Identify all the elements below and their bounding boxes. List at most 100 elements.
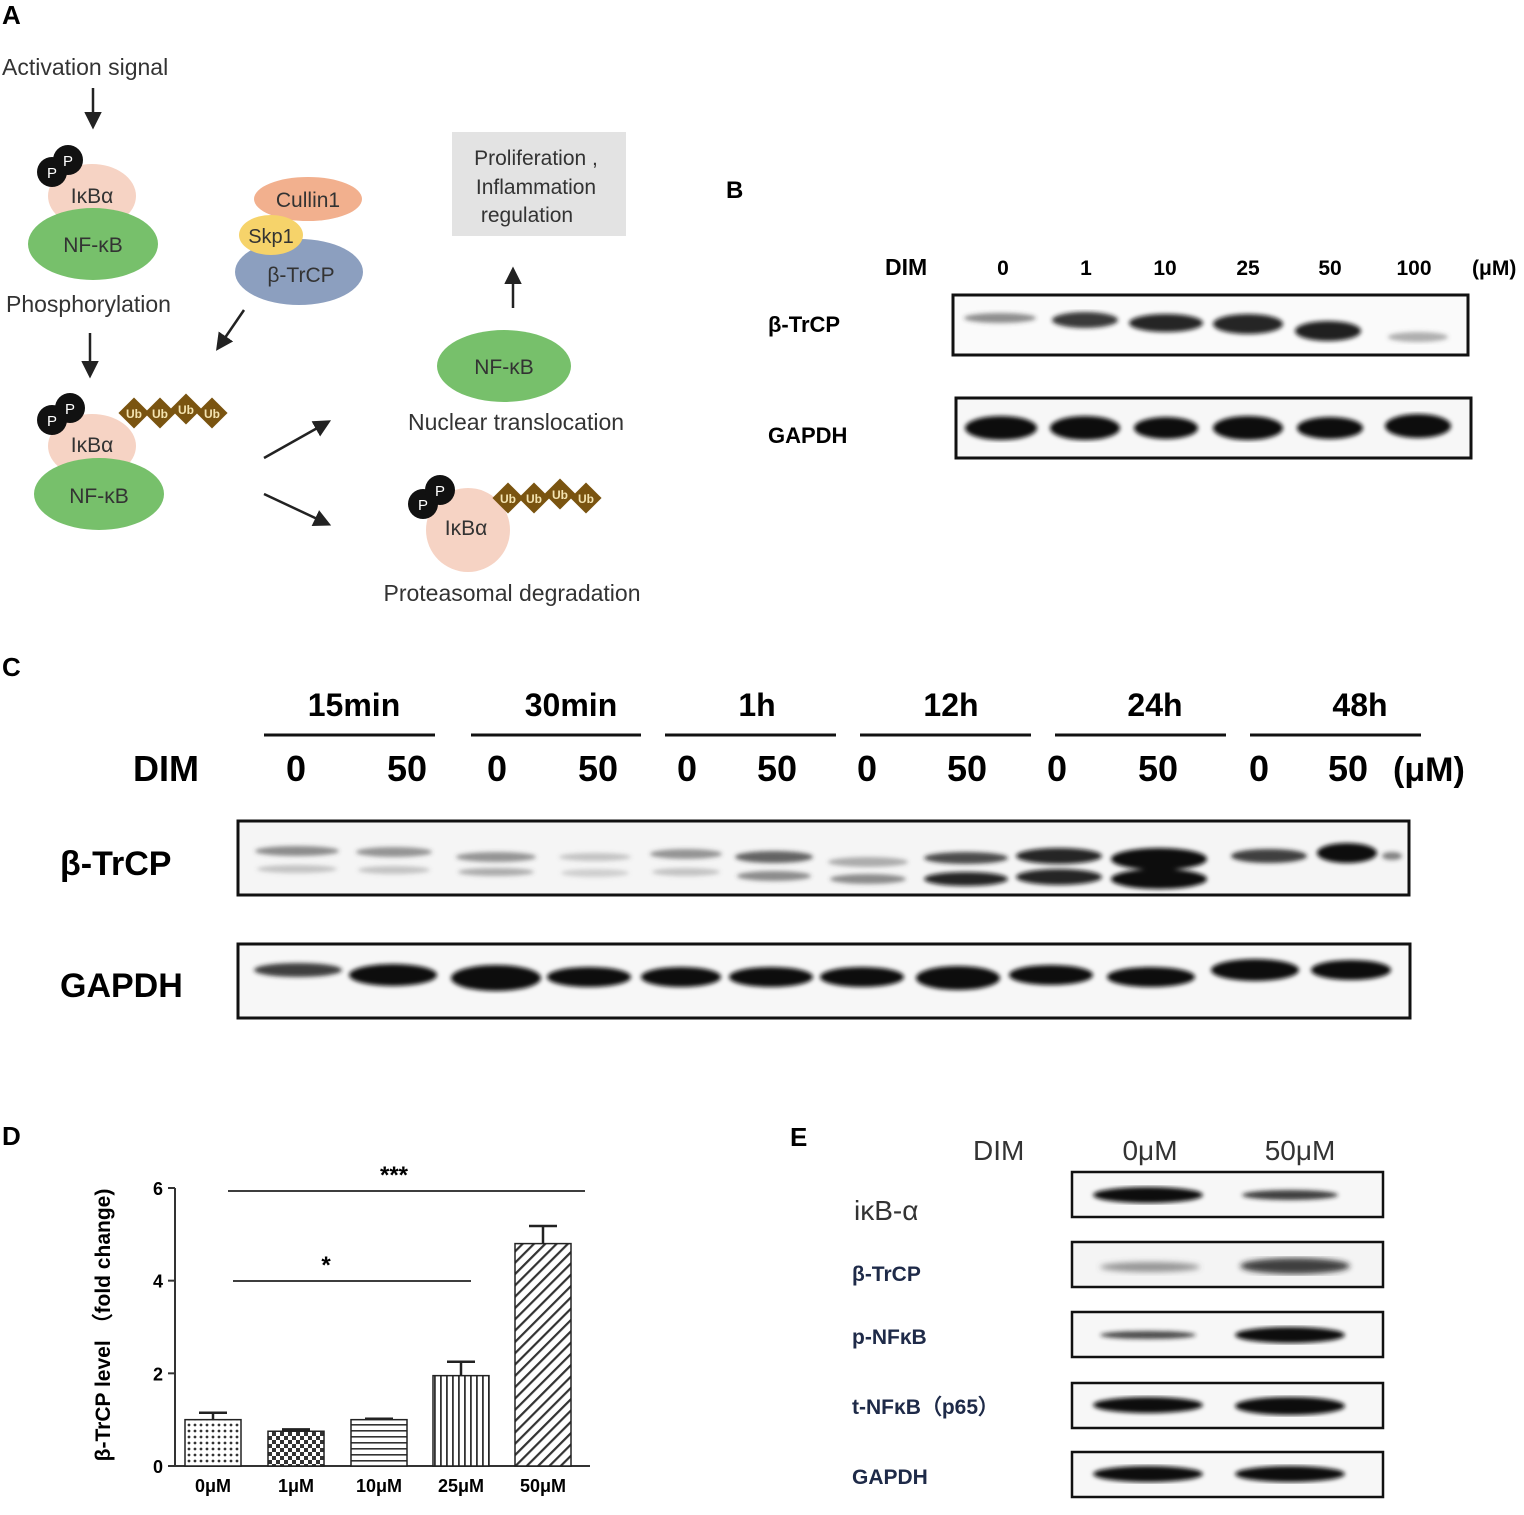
blot-band — [735, 851, 813, 863]
phospho-circle — [55, 393, 85, 423]
panel-c-dim-label: DIM — [133, 748, 199, 789]
blot-band — [255, 846, 339, 856]
blot-band — [1107, 967, 1195, 987]
arrow-to-degradation — [263, 492, 332, 526]
blot-band — [641, 967, 721, 987]
blot-band — [924, 872, 1008, 886]
blot-band — [1231, 849, 1307, 863]
btrcp-label: β-TrCP — [267, 264, 334, 287]
blot-band — [1311, 960, 1391, 980]
blot-band — [356, 847, 432, 857]
panel-e-col: 50μM — [1265, 1135, 1336, 1166]
panel-b-conc: 0 — [997, 257, 1009, 280]
scf-complex: Cullin1 Skp1 β-TrCP — [235, 177, 363, 305]
blot-band — [729, 967, 813, 987]
chart-ylabel: β-TrCP level （fold change) — [91, 1189, 115, 1462]
blot-band — [1016, 848, 1102, 864]
nuclear-translocation-label: Nuclear translocation — [408, 409, 624, 435]
blot-band — [650, 849, 722, 859]
blot-band — [1050, 416, 1120, 440]
blot-band — [1129, 314, 1203, 332]
panel-e-letter: E — [790, 1122, 807, 1152]
blot-band — [1235, 1397, 1345, 1415]
blot-b-btrcp-frame — [951, 293, 1470, 357]
blot-band — [1388, 332, 1448, 342]
blot-band — [828, 857, 908, 867]
blot-band — [559, 853, 631, 861]
blot-b-gapdh-bands — [965, 414, 1451, 440]
outcome-line-2: Inflammation — [476, 176, 596, 199]
panel-b-unit: (μM) — [1472, 257, 1516, 280]
nfkb-blob — [28, 208, 158, 280]
blot-band — [1382, 852, 1402, 860]
ikba-blob — [426, 488, 510, 572]
phospho-label: P — [47, 413, 57, 430]
blot-band — [561, 869, 629, 877]
panel-c-unit: (μM) — [1393, 751, 1465, 789]
bar — [432, 1374, 490, 1467]
panel-e-dim-label: DIM — [973, 1135, 1024, 1166]
panel-c-timepoint: 48h — [1332, 687, 1387, 723]
panel-c-timepoint: 24h — [1127, 687, 1182, 723]
skp1-blob — [239, 215, 303, 255]
ub-diamond — [570, 482, 602, 514]
y-tick-label: 6 — [153, 1179, 163, 1199]
ub-label: Ub — [126, 407, 142, 421]
btrcp-blob — [235, 239, 363, 305]
panel-c-timepoint: 1h — [738, 687, 775, 723]
blot-band — [456, 852, 536, 862]
panel-b-conc: 10 — [1153, 257, 1176, 280]
bar — [184, 1418, 242, 1467]
panel-b-conc: 50 — [1318, 257, 1341, 280]
phospho-label: P — [435, 483, 445, 500]
panel-b-conc: 25 — [1236, 257, 1260, 280]
blot-band — [1242, 1190, 1338, 1200]
outcome-line-3: regulation — [481, 204, 573, 227]
blot-band — [1093, 1466, 1203, 1482]
panel-c-timepoint: 12h — [923, 687, 978, 723]
x-tick-label: 25μM — [438, 1476, 484, 1496]
blot-band — [358, 866, 430, 874]
panel-c-dose: 0 — [1047, 748, 1067, 789]
y-tick-label: 4 — [153, 1272, 163, 1292]
ub-label: Ub — [500, 492, 516, 506]
blot-band — [924, 852, 1008, 864]
nfkb-nuclear-label: NF-κB — [474, 356, 534, 379]
ub-diamond — [170, 393, 202, 425]
outcome-box — [452, 132, 626, 236]
ub-label: Ub — [152, 407, 168, 421]
blot-band — [1134, 417, 1198, 439]
arrow-scf — [216, 309, 246, 351]
significance-label: * — [321, 1252, 331, 1279]
blot-band — [1297, 417, 1363, 439]
panel-c-dose: 0 — [286, 748, 306, 789]
panel-e-row-label: t-NFκB（p65） — [852, 1395, 999, 1419]
panel-b-conc: 1 — [1080, 257, 1092, 280]
blot-band — [349, 964, 437, 986]
panel-c-dose: 50 — [947, 748, 987, 789]
blot-b-btrcp-bands — [964, 312, 1448, 342]
ub-diamond — [196, 397, 228, 429]
blot-band — [1295, 321, 1361, 341]
panel-c-dose: 50 — [578, 748, 618, 789]
ub-diamond — [144, 397, 176, 429]
panel-c-dose: 0 — [857, 748, 877, 789]
blot-c-btrcp-bands — [255, 843, 1402, 889]
blot-band — [1100, 1331, 1196, 1339]
panel-b-letter: B — [726, 177, 743, 204]
blot-band — [1240, 1258, 1350, 1274]
panel-e: E DIM 0μM 50μM iκB-α β-TrCP p-NFκB t-NFκ… — [790, 1122, 1385, 1499]
y-tick-label: 0 — [153, 1457, 163, 1477]
panel-d-letter: D — [2, 1121, 21, 1151]
proteasomal-degradation-label: Proteasomal degradation — [384, 580, 641, 606]
ub-chain: Ub Ub Ub Ub — [118, 393, 228, 429]
ub-diamond — [118, 397, 150, 429]
panel-c-dose: 50 — [757, 748, 797, 789]
panel-c-timepoint: 15min — [308, 687, 400, 723]
ub-diamond — [518, 482, 550, 514]
blot-band — [1100, 1262, 1200, 1272]
nfkb-label: NF-κB — [63, 234, 123, 257]
x-tick-label: 50μM — [520, 1476, 566, 1496]
panel-c-dose: 50 — [1138, 748, 1178, 789]
